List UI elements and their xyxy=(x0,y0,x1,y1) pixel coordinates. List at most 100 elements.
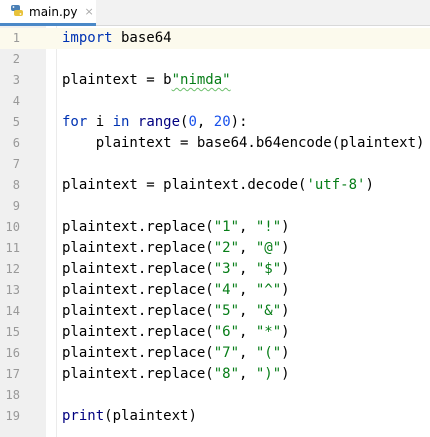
code-token: 0 xyxy=(188,114,197,130)
line-number: 4 xyxy=(12,94,20,108)
tab-filename: main.py xyxy=(29,4,78,19)
code-line[interactable]: 7 xyxy=(0,154,430,175)
code-token: ) xyxy=(281,261,290,277)
code-token: plaintext = base64.b64encode(plaintext) xyxy=(62,135,425,151)
code-line[interactable]: 4 xyxy=(0,91,430,112)
tab-main-py[interactable]: main.py × xyxy=(0,0,96,26)
code-token: , xyxy=(239,345,256,361)
line-number: 19 xyxy=(5,409,20,423)
editor-tab-bar: main.py × xyxy=(0,0,430,26)
line-number: 6 xyxy=(12,136,20,150)
line-number-gutter xyxy=(0,26,46,437)
code-token: "1" xyxy=(213,219,240,235)
code-token: b xyxy=(163,72,172,88)
code-line[interactable]: 18 xyxy=(0,385,430,406)
code-token: range xyxy=(137,114,181,130)
line-number: 1 xyxy=(12,31,20,45)
line-number: 8 xyxy=(12,178,20,192)
code-token: "!" xyxy=(255,219,282,235)
code-token: , xyxy=(196,114,214,130)
code-text: plaintext.replace("2", "@") xyxy=(62,238,290,259)
line-number: 18 xyxy=(5,388,20,402)
code-line[interactable]: 2 xyxy=(0,49,430,70)
code-line[interactable]: 6 plaintext = base64.b64encode(plaintext… xyxy=(0,133,430,154)
code-token: plaintext.replace( xyxy=(62,324,214,340)
code-token: "(" xyxy=(255,345,282,361)
code-token: , xyxy=(239,240,256,256)
code-token: base64 xyxy=(112,30,172,46)
code-token: "8" xyxy=(213,366,240,382)
line-number: 16 xyxy=(5,346,20,360)
line-number: 2 xyxy=(12,52,20,66)
code-token: plaintext.replace( xyxy=(62,282,214,298)
code-token: "5" xyxy=(213,303,240,319)
python-file-icon xyxy=(9,4,25,20)
code-token: plaintext = plaintext.decode( xyxy=(62,177,307,193)
code-token: import xyxy=(62,30,113,46)
code-text: print(plaintext) xyxy=(62,406,197,427)
code-line[interactable]: 15 plaintext.replace("6", "*") xyxy=(0,322,430,343)
code-text: plaintext.replace("7", "(") xyxy=(62,343,290,364)
code-token: ) xyxy=(281,324,290,340)
line-number: 9 xyxy=(12,199,20,213)
code-token: plaintext.replace( xyxy=(62,261,214,277)
code-token: ) xyxy=(281,219,290,235)
code-text: import base64 xyxy=(62,28,172,49)
code-token: ) xyxy=(281,282,290,298)
code-line[interactable]: 5 for i in range(0, 20): xyxy=(0,112,430,133)
code-token: "nimda" xyxy=(171,72,231,88)
line-number: 14 xyxy=(5,304,20,318)
code-token: plaintext.replace( xyxy=(62,366,214,382)
code-text: plaintext = base64.b64encode(plaintext) xyxy=(62,133,425,154)
code-token: "@" xyxy=(255,240,282,256)
code-token: , xyxy=(239,366,256,382)
code-text: plaintext = b"nimda" xyxy=(62,70,231,91)
code-token: ) xyxy=(281,303,290,319)
line-number: 15 xyxy=(5,325,20,339)
tab-close-icon[interactable]: × xyxy=(84,5,94,18)
code-token: , xyxy=(239,303,256,319)
line-number: 10 xyxy=(5,220,20,234)
code-line[interactable]: 9 xyxy=(0,196,430,217)
code-token: ): xyxy=(230,114,248,130)
code-line[interactable]: 1 import base64 xyxy=(0,28,430,49)
code-line[interactable]: 16 plaintext.replace("7", "(") xyxy=(0,343,430,364)
code-token: plaintext = xyxy=(62,72,164,88)
code-token: ) xyxy=(365,177,374,193)
code-token: for xyxy=(62,114,88,130)
code-token: "3" xyxy=(213,261,240,277)
code-token: "4" xyxy=(213,282,240,298)
line-number: 7 xyxy=(12,157,20,171)
code-text: plaintext = plaintext.decode('utf-8') xyxy=(62,175,374,196)
code-text: plaintext.replace("4", "^") xyxy=(62,280,290,301)
code-token: plaintext.replace( xyxy=(62,219,214,235)
code-token: 20 xyxy=(213,114,231,130)
code-text: for i in range(0, 20): xyxy=(62,112,248,133)
code-text: plaintext.replace("1", "!") xyxy=(62,217,290,238)
code-line[interactable]: 8 plaintext = plaintext.decode('utf-8') xyxy=(0,175,430,196)
code-token: ")" xyxy=(255,366,282,382)
code-token: ) xyxy=(281,345,290,361)
code-token: "$" xyxy=(255,261,282,277)
code-line[interactable]: 10 plaintext.replace("1", "!") xyxy=(0,217,430,238)
code-token: "6" xyxy=(213,324,240,340)
code-text: plaintext.replace("6", "*") xyxy=(62,322,290,343)
code-token: ( xyxy=(180,114,189,130)
code-line[interactable]: 19 print(plaintext) xyxy=(0,406,430,427)
code-token: plaintext.replace( xyxy=(62,345,214,361)
code-token: "2" xyxy=(213,240,240,256)
code-text: plaintext.replace("3", "$") xyxy=(62,259,290,280)
code-token xyxy=(129,114,137,130)
code-token: "*" xyxy=(255,324,282,340)
line-number: 5 xyxy=(12,115,20,129)
code-token: "&" xyxy=(255,303,282,319)
code-token: , xyxy=(239,261,256,277)
code-token: ) xyxy=(281,366,290,382)
